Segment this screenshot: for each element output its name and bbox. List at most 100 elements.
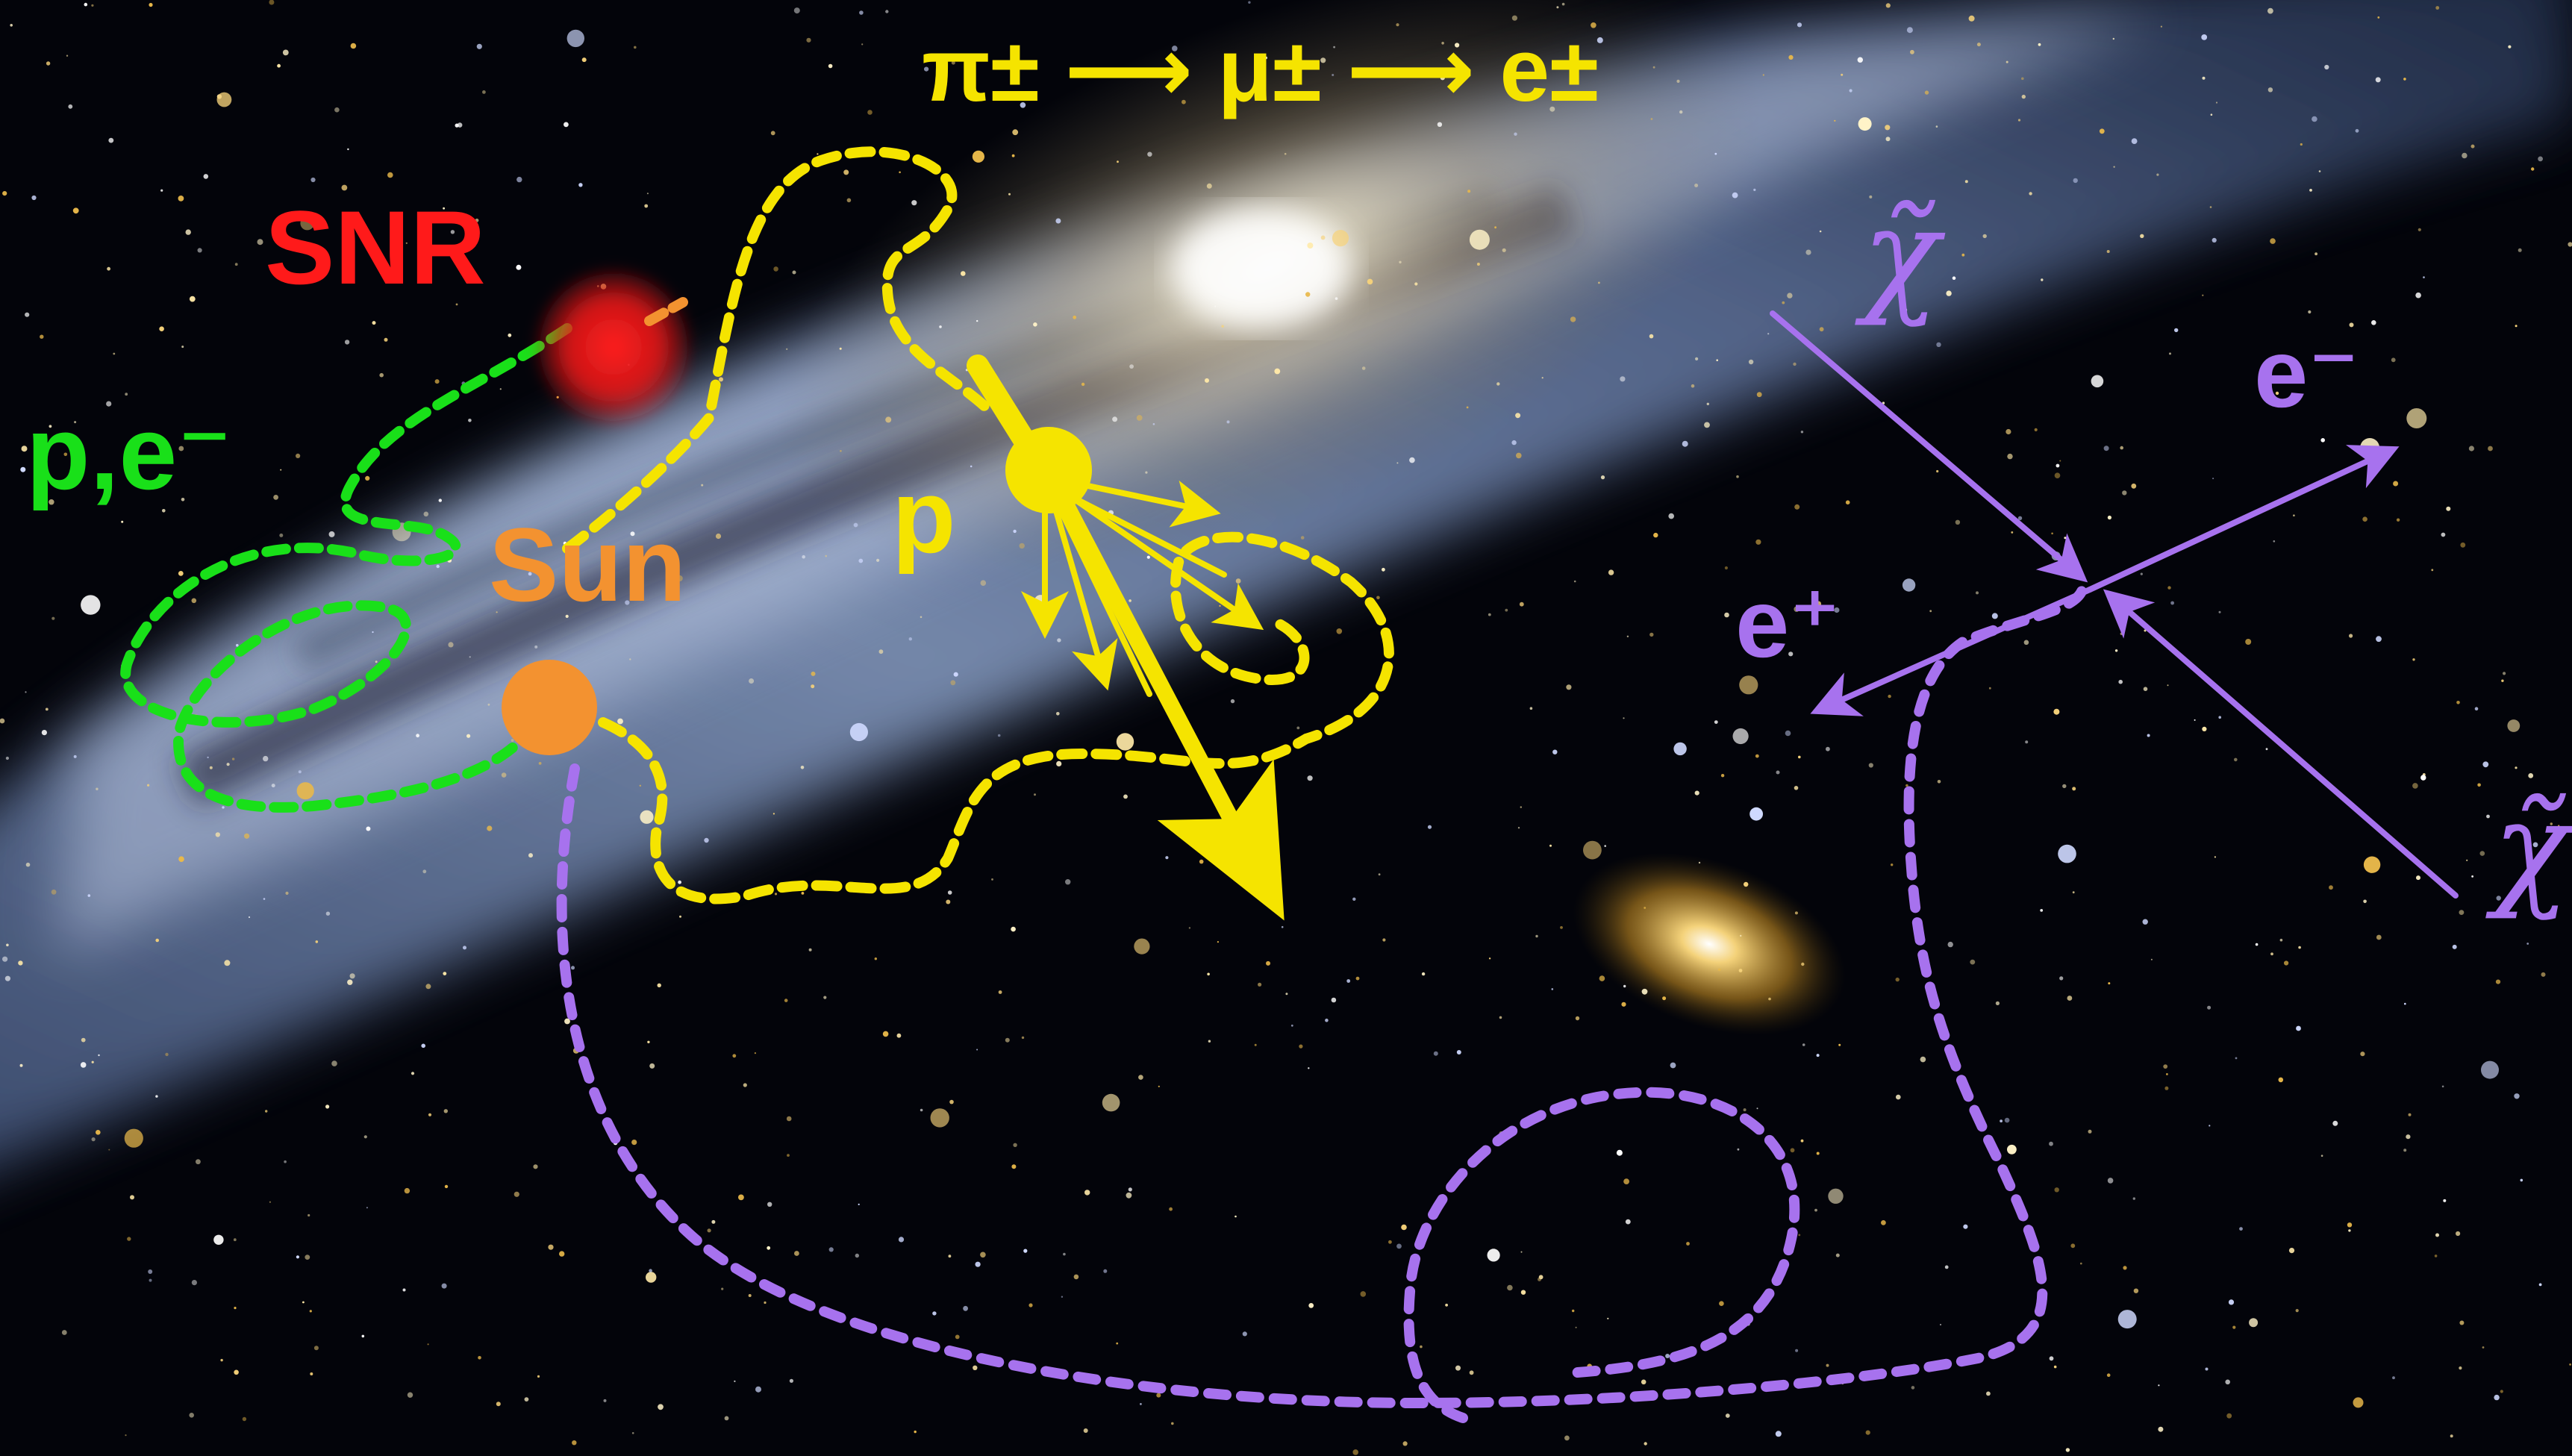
star <box>2054 1187 2059 1193</box>
star <box>1254 1043 1257 1046</box>
star <box>1819 230 1822 233</box>
star <box>257 239 263 246</box>
star <box>975 1261 981 1267</box>
star <box>499 388 502 390</box>
star <box>932 1311 937 1316</box>
star <box>40 334 44 339</box>
star <box>2065 1448 2070 1452</box>
star <box>107 266 111 271</box>
star <box>1739 675 1758 695</box>
star <box>899 171 901 174</box>
star <box>1112 416 1118 422</box>
star <box>1103 1269 1108 1273</box>
star <box>846 198 852 203</box>
star <box>68 104 73 109</box>
star <box>422 869 427 874</box>
star <box>878 649 884 654</box>
star <box>421 1043 425 1049</box>
star <box>1946 290 1952 296</box>
star <box>2049 1141 2053 1146</box>
snr-label: SNR <box>265 189 486 306</box>
star <box>1704 422 1710 428</box>
star <box>6 943 9 947</box>
star <box>1564 95 1567 99</box>
star <box>226 763 230 766</box>
star <box>282 49 289 56</box>
star <box>711 1219 716 1224</box>
star <box>244 833 250 839</box>
star <box>2004 1117 2010 1123</box>
star <box>732 1054 737 1058</box>
star <box>1073 1274 1079 1280</box>
star <box>1649 632 1654 637</box>
star <box>220 1358 223 1362</box>
star <box>802 554 805 559</box>
star <box>189 296 196 302</box>
star <box>1445 1303 1448 1307</box>
star <box>784 999 788 1002</box>
star <box>2348 1229 2351 1232</box>
star <box>1785 730 1791 737</box>
star <box>1858 117 1872 131</box>
star <box>2477 783 2481 787</box>
star <box>1802 1043 1805 1046</box>
star <box>823 996 827 999</box>
star <box>74 421 77 424</box>
star <box>767 1202 772 1207</box>
star <box>2212 237 2217 243</box>
star <box>773 266 778 272</box>
star <box>794 1251 799 1256</box>
star <box>774 893 778 896</box>
star <box>2067 996 2073 1001</box>
star <box>1488 613 1491 616</box>
star <box>2059 976 2064 981</box>
star <box>1995 1001 2000 1005</box>
star <box>2007 1144 2017 1155</box>
star <box>1924 90 1929 95</box>
star <box>2349 322 2354 328</box>
star <box>1620 376 1626 382</box>
star <box>1367 278 1373 285</box>
star <box>366 826 371 831</box>
star <box>1063 1252 1066 1256</box>
star <box>379 372 384 378</box>
star <box>1551 988 1554 990</box>
star <box>2474 707 2479 710</box>
star <box>1258 982 1262 987</box>
star <box>347 979 353 985</box>
star <box>1706 402 1709 405</box>
star <box>625 600 630 605</box>
star <box>1299 1044 1303 1049</box>
star <box>1529 707 1533 710</box>
star <box>2363 899 2367 904</box>
star <box>2486 814 2490 819</box>
star <box>2495 979 2501 984</box>
star <box>972 150 984 163</box>
star <box>1332 230 1349 247</box>
star <box>216 92 232 107</box>
star <box>1740 934 1742 937</box>
star <box>1885 137 1891 142</box>
star <box>511 739 514 742</box>
star <box>80 1062 87 1068</box>
star <box>2239 1227 2243 1231</box>
star <box>2471 875 2474 878</box>
star <box>793 7 800 14</box>
star <box>2106 250 2110 253</box>
star <box>2412 783 2418 789</box>
star <box>1129 364 1134 369</box>
star <box>423 511 429 517</box>
star <box>1081 382 1085 387</box>
star <box>2550 822 2553 825</box>
star <box>213 1234 224 1246</box>
star <box>855 1253 860 1258</box>
star <box>825 554 827 557</box>
star <box>1541 377 1543 379</box>
star <box>234 1369 239 1375</box>
star <box>1165 856 1169 860</box>
star <box>1798 1234 1801 1237</box>
star <box>441 1283 447 1289</box>
star <box>1905 784 1908 787</box>
star <box>1881 1220 1886 1225</box>
